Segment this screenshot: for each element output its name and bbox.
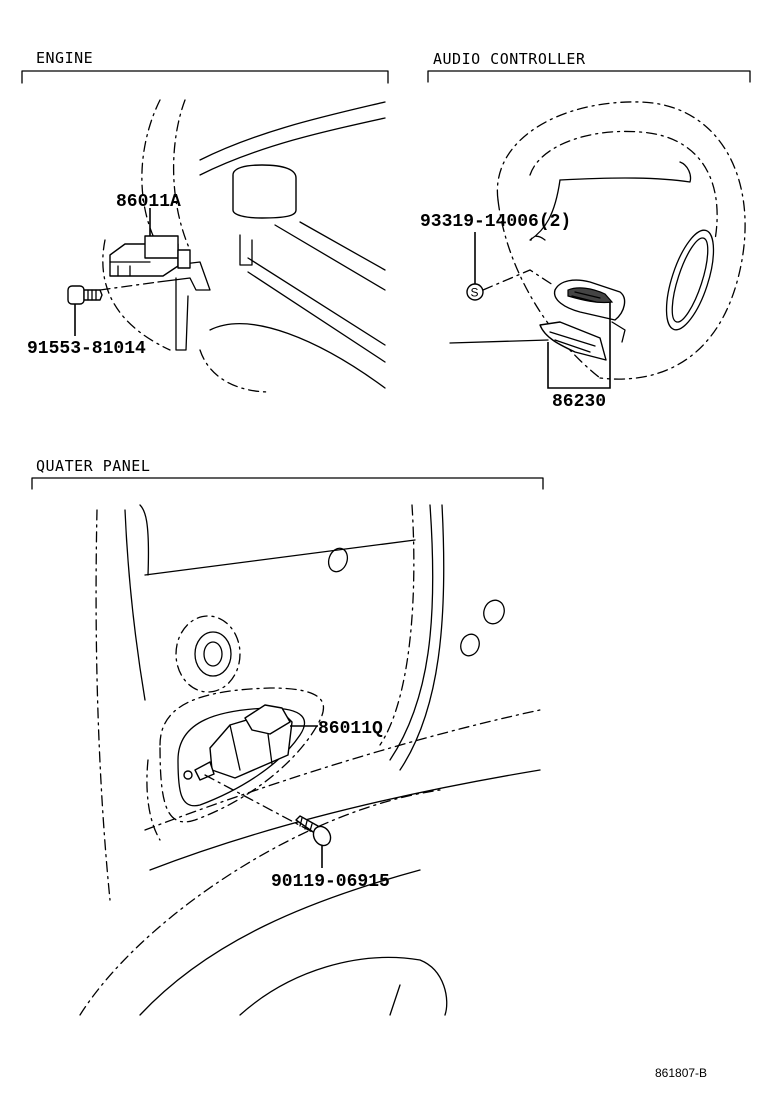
steering-wheel-lower-rim — [497, 199, 601, 379]
part-number-86011q: 86011Q — [318, 719, 383, 739]
quarter-screw-path — [204, 774, 319, 836]
audio-screw-path — [482, 269, 554, 291]
leader-86230 — [547, 302, 611, 389]
quarter-grommet-inner — [203, 641, 223, 667]
quarter-pillar-line-left — [124, 509, 146, 701]
engine-left-outline — [102, 239, 171, 351]
quarter-sensor-pocket-outer — [159, 687, 325, 823]
engine-mount-bracket — [149, 261, 211, 291]
part-number-86011a: 86011A — [116, 192, 181, 212]
engine-screw-path — [99, 281, 159, 291]
engine-rail-2 — [247, 271, 386, 363]
quarter-panel-right-dash — [379, 504, 415, 746]
engine-section-title: ENGINE — [36, 49, 93, 67]
quarter-panel-top-edge — [144, 539, 416, 576]
quarter-screw-90119 — [295, 815, 332, 847]
quarter-body-line-2 — [139, 869, 421, 1016]
quarter-panel-right-edge-2 — [399, 504, 445, 771]
quarter-body-line-3 — [389, 984, 401, 1016]
steering-wheel-right-hole-inner — [671, 237, 709, 323]
quarter-sensor-pocket-inner — [177, 707, 306, 807]
quarter-pillar-edge — [139, 504, 150, 576]
quarter-hole-1 — [327, 547, 349, 573]
engine-body-outline-left — [141, 99, 161, 251]
audio-controller-section-title: AUDIO CONTROLLER — [433, 50, 586, 68]
part-number-91553-81014: 91553-81014 — [27, 339, 146, 359]
engine-rail-3 — [274, 224, 386, 291]
engine-screw-91553 — [67, 285, 103, 305]
engine-body-top-edge — [199, 101, 386, 161]
quarter-body-dash-2 — [79, 789, 441, 1016]
engine-rail-5 — [209, 323, 386, 389]
engine-body-top-edge-inner — [199, 117, 386, 176]
quarter-hole-3 — [460, 633, 480, 657]
steering-wheel-right-hole — [665, 229, 715, 331]
quarter-pillar-dash-left — [95, 509, 111, 901]
steering-wheel-spoke-top — [559, 161, 692, 183]
quarter-grommet-outer — [175, 615, 241, 693]
steering-wheel-spoke-left — [529, 179, 561, 241]
audio-screw-symbol-letter: S — [471, 286, 479, 300]
engine-pillar — [232, 164, 297, 219]
quarter-sensor-86011q — [183, 704, 293, 781]
engine-sensor-86011a — [109, 235, 191, 277]
engine-section: ENGINE — [21, 49, 389, 393]
steering-column-line — [449, 339, 549, 344]
quarter-wheel-arch — [239, 956, 448, 1016]
audio-controller-section-bracket — [427, 70, 751, 83]
figure-code: 861807-B — [655, 1066, 707, 1080]
engine-rail-1 — [247, 257, 386, 346]
audio-hidden-outline — [530, 235, 546, 246]
quarter-body-dash-3 — [146, 759, 161, 841]
engine-lower-outline — [199, 349, 271, 393]
quarter-body-line-1 — [149, 769, 541, 871]
quarter-panel-right-edge — [389, 504, 434, 761]
engine-rail-4 — [299, 221, 386, 271]
quarter-panel-section: QUATER PANEL — [31, 457, 544, 1016]
engine-body-outline-left-inner — [172, 99, 191, 251]
steering-wheel-inner-rim — [529, 130, 718, 241]
quarter-body-dash-1 — [144, 709, 541, 831]
part-number-93319-14006: 93319-14006(2) — [420, 212, 571, 232]
audio-controller-section: AUDIO CONTROLLER S 93319-14006(2) 86 — [420, 50, 751, 412]
engine-section-bracket — [21, 70, 389, 84]
part-number-86230: 86230 — [552, 392, 606, 412]
steering-wheel-outer-rim — [496, 101, 746, 380]
engine-mount-leg — [175, 277, 189, 351]
quarter-hole-2 — [483, 599, 505, 625]
audio-switch-86230 — [539, 279, 626, 361]
quarter-panel-section-title: QUATER PANEL — [36, 457, 150, 475]
part-number-90119-06915: 90119-06915 — [271, 872, 390, 892]
engine-pillar-base — [239, 234, 253, 266]
quarter-grommet-ring — [194, 631, 232, 677]
quarter-panel-section-bracket — [31, 477, 544, 490]
